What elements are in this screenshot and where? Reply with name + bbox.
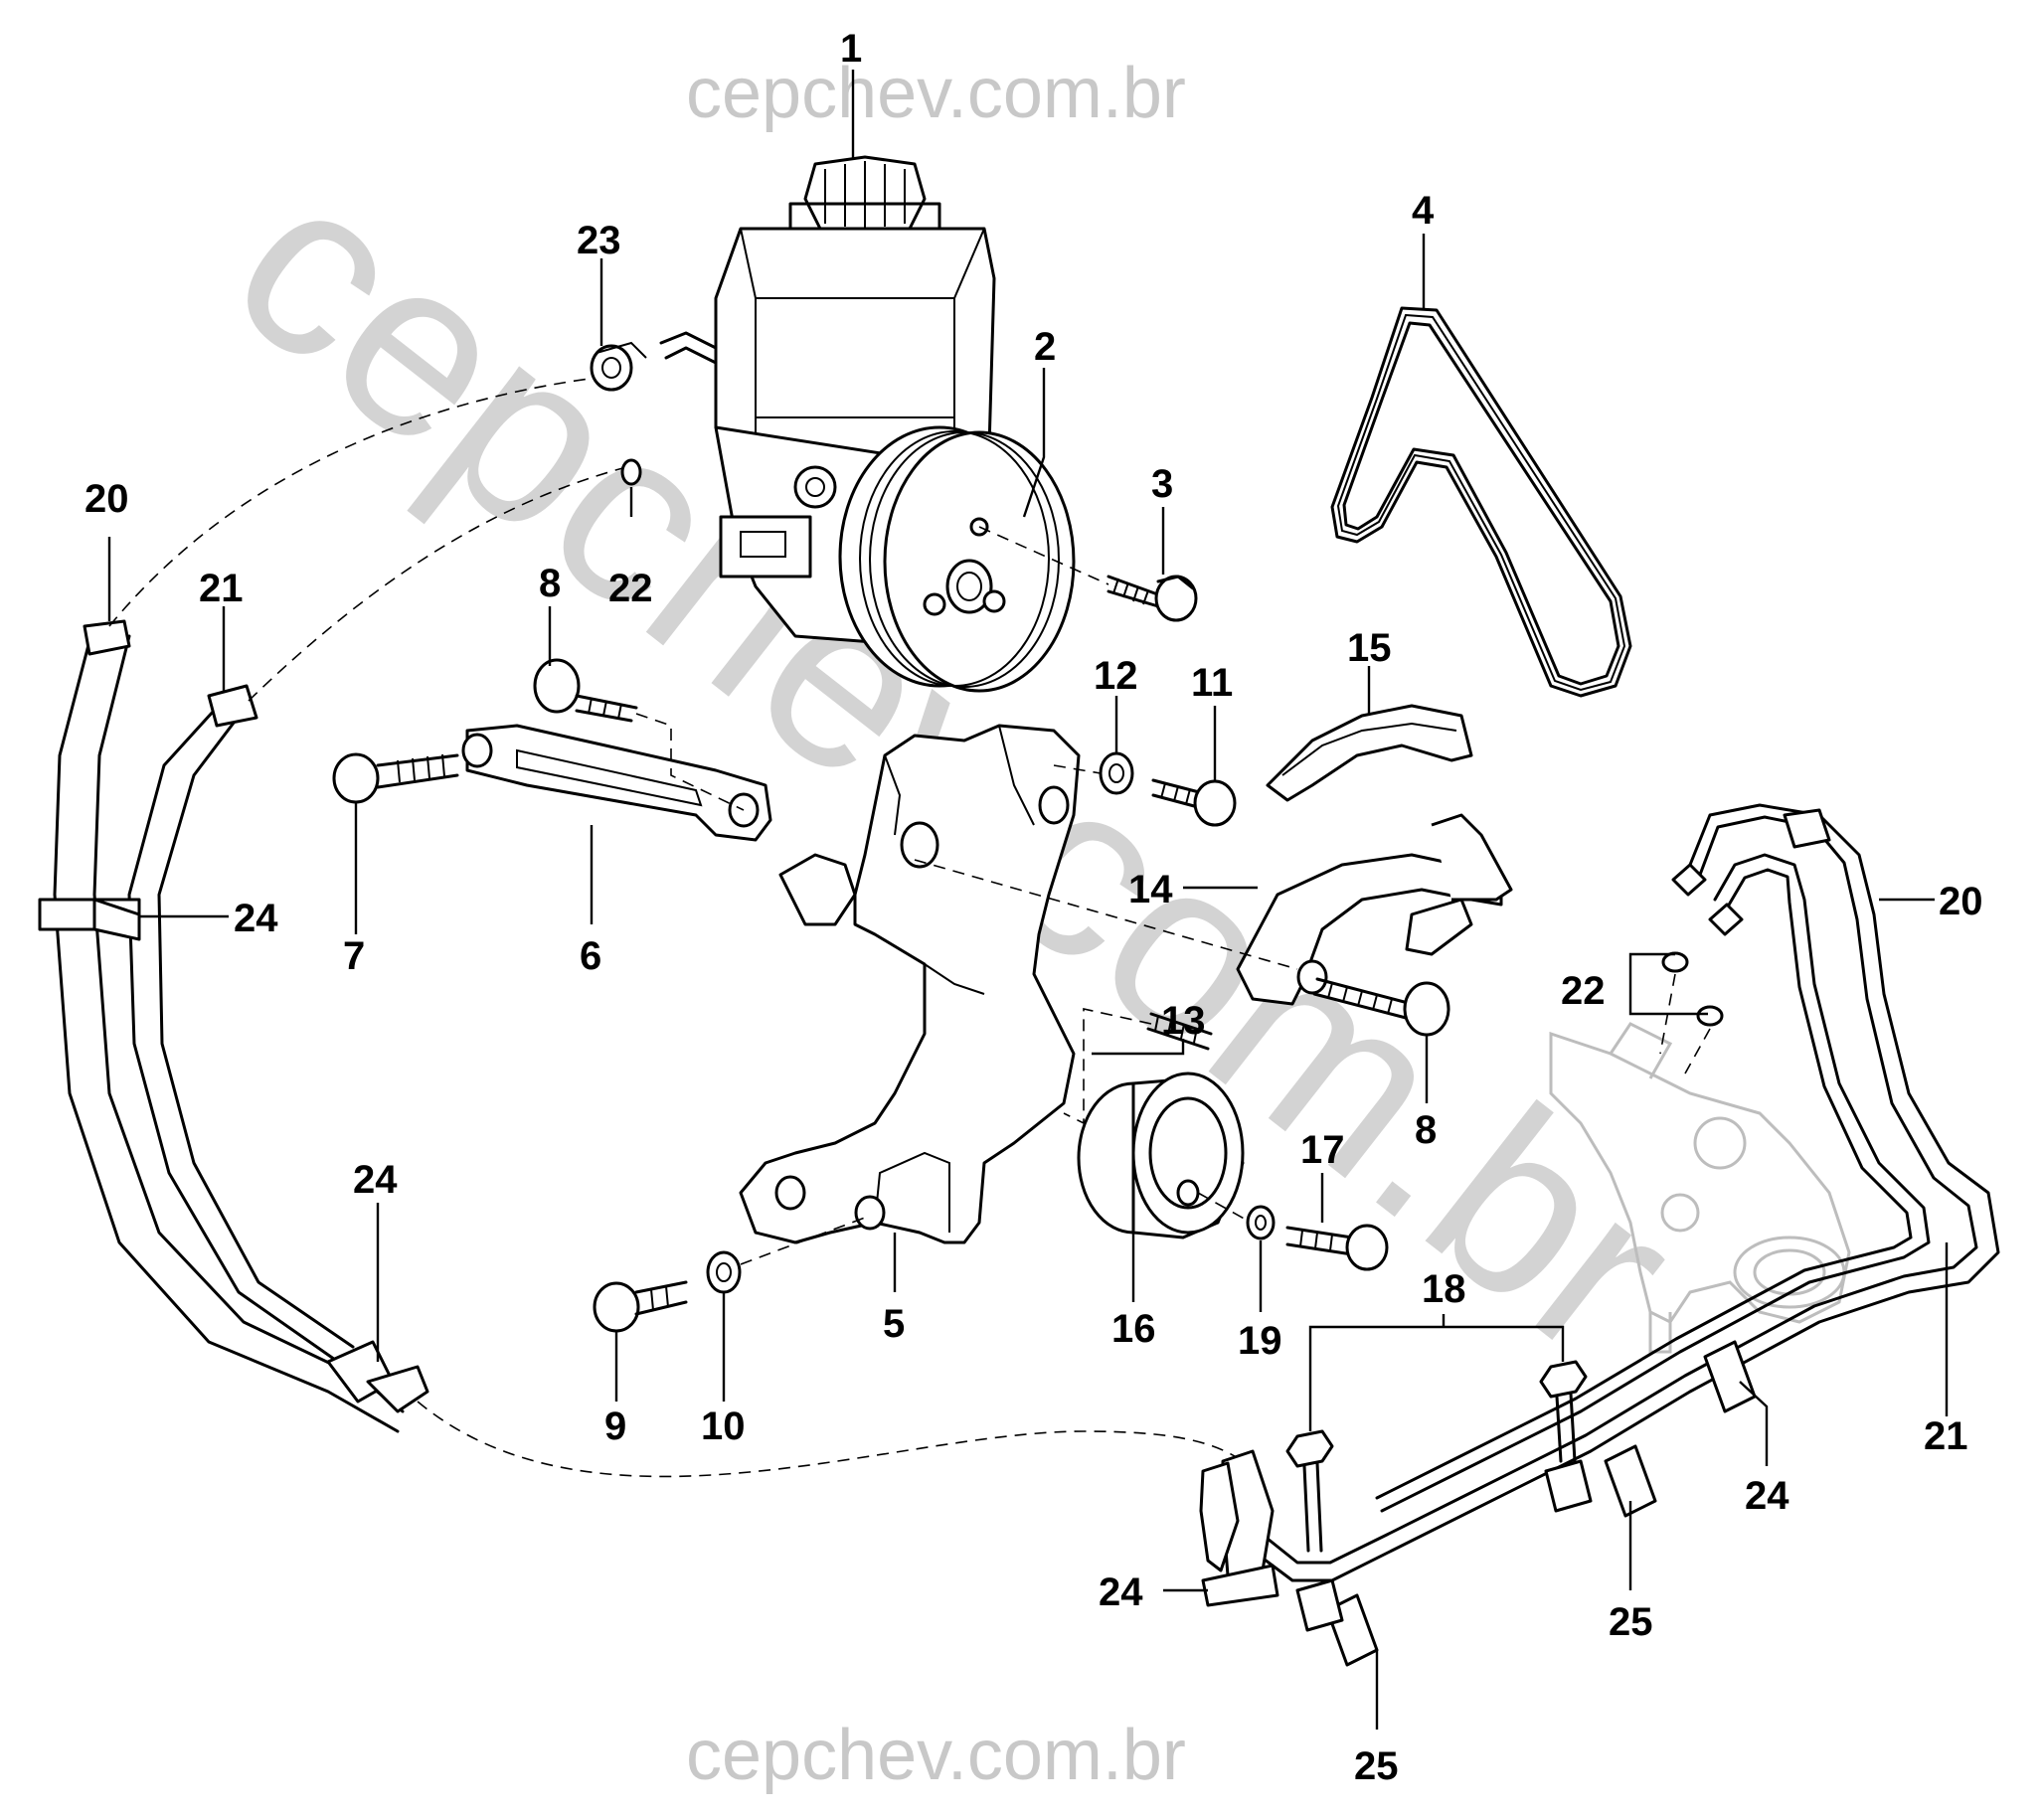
pump-mount-bracket xyxy=(739,724,1081,1244)
washer-19 xyxy=(1246,1205,1276,1240)
leader-14-bracket xyxy=(914,859,1298,970)
callout-7: 7 xyxy=(343,934,365,978)
callout-21-left: 21 xyxy=(199,567,244,610)
callout-1: 1 xyxy=(840,27,862,71)
watermark-bottom: cepchev.com.br xyxy=(686,1716,1186,1795)
callout-11: 11 xyxy=(1191,661,1233,705)
callout-25-right: 25 xyxy=(1609,1600,1653,1644)
washer-10 xyxy=(706,1250,742,1294)
callout-8-lower: 8 xyxy=(1415,1108,1437,1152)
callout-8-upper: 8 xyxy=(539,562,561,605)
callout-14: 14 xyxy=(1128,868,1173,911)
hoses-left xyxy=(38,619,429,1433)
callout-2: 2 xyxy=(1034,325,1056,369)
shield-strip-15 xyxy=(1266,704,1473,802)
callout-leaders xyxy=(107,70,1949,1730)
belt-shield-14 xyxy=(1236,813,1513,1006)
callout-9: 9 xyxy=(604,1404,626,1448)
callout-20-left: 20 xyxy=(85,477,129,521)
leader-3-pulley xyxy=(978,526,1109,585)
drive-belt xyxy=(1330,306,1632,698)
strap-bolt-7 xyxy=(332,752,459,804)
callout-19: 19 xyxy=(1238,1319,1282,1363)
pulley-bolt xyxy=(1107,575,1198,622)
callout-15: 15 xyxy=(1347,626,1392,670)
callout-labels: 1 2 3 4 5 6 7 8 8 9 10 11 12 13 14 15 16… xyxy=(85,27,1983,1788)
callout-23: 23 xyxy=(577,219,621,262)
bracket-bolt-8-upper xyxy=(533,658,638,723)
fitting-23 xyxy=(590,341,647,392)
pump-pulley xyxy=(838,425,1076,693)
callout-18: 18 xyxy=(1422,1267,1466,1311)
leader-left-to-right xyxy=(417,1401,1244,1478)
callout-25-bottom: 25 xyxy=(1354,1744,1399,1788)
watermark-top: cepchev.com.br xyxy=(686,54,1186,133)
leader-13 xyxy=(1063,1008,1152,1125)
callout-20-right: 20 xyxy=(1939,880,1983,923)
idler-pulley-16 xyxy=(1077,1072,1245,1239)
callout-6: 6 xyxy=(580,934,601,978)
pump-bolt-11 xyxy=(1151,778,1237,827)
leader-11-12 xyxy=(1053,764,1102,774)
callout-24-left-low: 24 xyxy=(353,1158,398,1202)
callout-10: 10 xyxy=(701,1404,746,1448)
callout-21-right: 21 xyxy=(1924,1414,1968,1458)
callout-24-bottom: 24 xyxy=(1099,1570,1143,1614)
callout-5: 5 xyxy=(883,1302,905,1346)
hoses-right xyxy=(1199,803,2000,1592)
callout-12: 12 xyxy=(1094,654,1138,698)
callout-24-left-mid: 24 xyxy=(234,897,278,940)
leader-9-10 xyxy=(740,1217,866,1265)
idler-bolt-17 xyxy=(1285,1224,1389,1271)
seal-22-upper xyxy=(620,458,642,486)
callout-13: 13 xyxy=(1161,999,1206,1043)
leader-20-to-pump xyxy=(108,377,597,627)
idler-stud-13 xyxy=(1146,1012,1213,1051)
callout-22-upper: 22 xyxy=(608,567,653,610)
washer-12 xyxy=(1099,751,1134,795)
bracket-bolt-9 xyxy=(593,1280,688,1333)
callout-4: 4 xyxy=(1412,189,1435,233)
callout-22-right: 22 xyxy=(1561,969,1606,1013)
clamps-right xyxy=(1201,1340,1757,1667)
leader-8-upper xyxy=(635,713,745,811)
callout-24-right: 24 xyxy=(1745,1474,1789,1518)
callout-16: 16 xyxy=(1111,1307,1156,1351)
bolts-18 xyxy=(1285,1360,1588,1553)
leader-21-to-pump xyxy=(248,466,627,702)
callout-17: 17 xyxy=(1300,1128,1345,1172)
adjusting-strap xyxy=(461,724,772,842)
leader-16-19 xyxy=(1197,1192,1249,1222)
callout-3: 3 xyxy=(1151,462,1173,506)
